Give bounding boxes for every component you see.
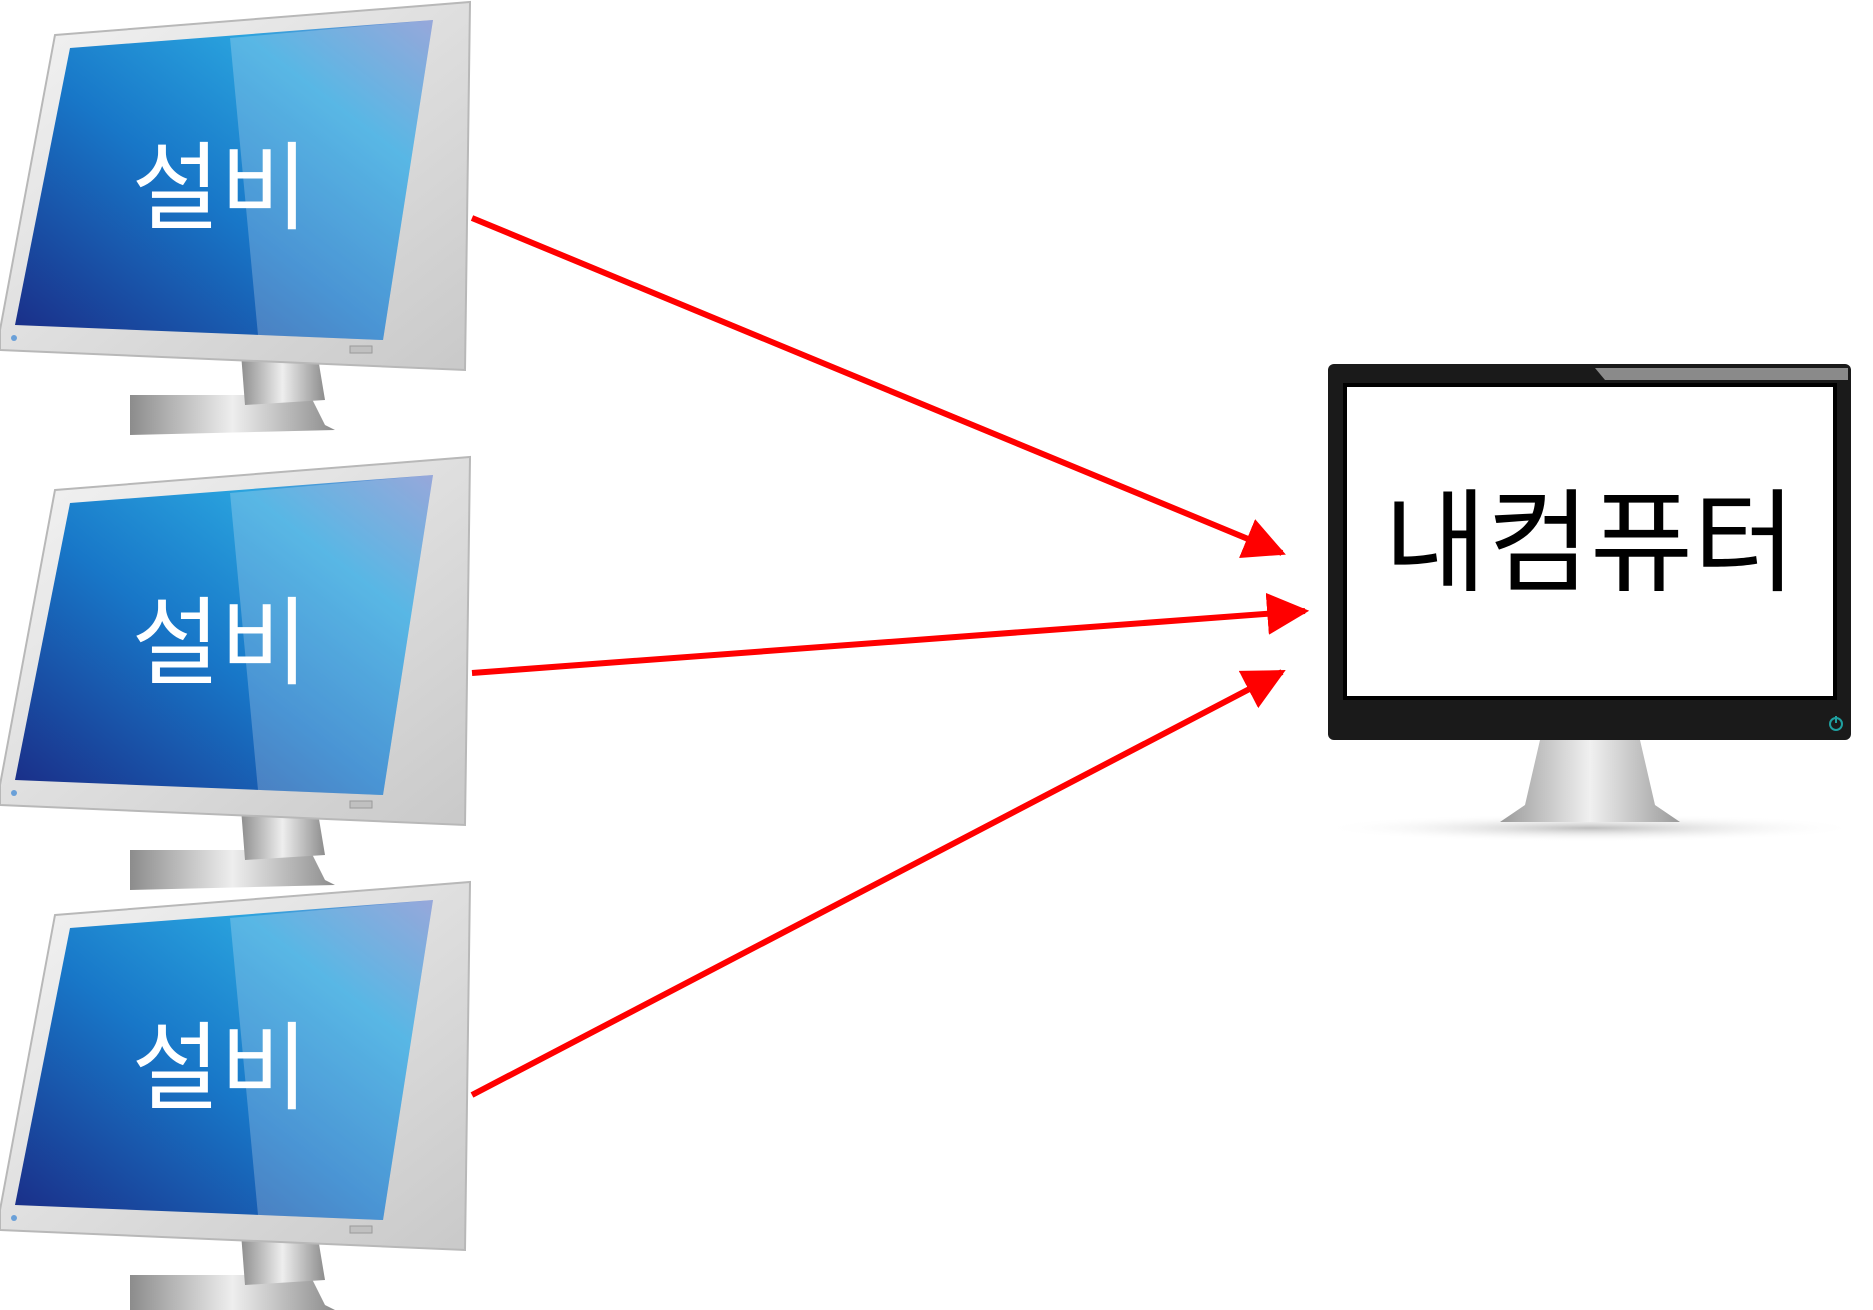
device-label: 설비 [132,587,309,699]
device-monitor-2: 설비 [0,455,472,890]
device-monitor-1: 설비 [0,0,472,435]
device-monitor-3: 설비 [0,880,472,1310]
monitor-shadow [1320,814,1860,842]
arrow-device-1-to-target [470,215,1286,558]
device-label: 설비 [132,1012,309,1124]
device-label: 설비 [132,132,309,244]
monitor-icon [0,0,472,435]
target-label: 내컴퓨터 [1384,479,1796,609]
arrows [470,215,1310,1098]
arrow-device-2-to-target [471,592,1310,676]
power-icon [1829,716,1843,731]
monitor-icon [0,880,472,1310]
monitor-icon [1328,364,1851,822]
arrow-device-3-to-target [470,669,1286,1098]
target-computer: 내컴퓨터 [1320,364,1860,842]
monitor-icon [0,455,472,890]
